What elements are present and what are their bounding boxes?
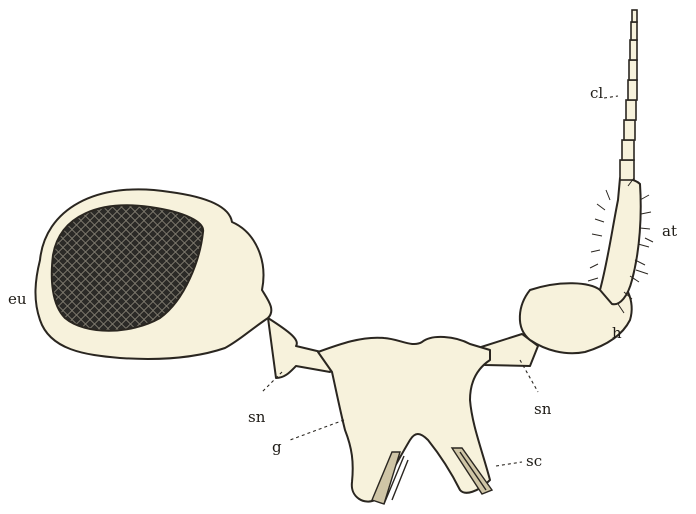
antenna-flagellum — [620, 10, 637, 180]
label-sn-left: sn — [248, 410, 265, 425]
label-sc: sc — [526, 454, 542, 469]
antenna-scape — [600, 178, 641, 304]
label-at: at — [662, 224, 677, 239]
label-cl: cl — [590, 86, 603, 101]
label-g: g — [272, 440, 282, 455]
label-h: h — [612, 326, 622, 341]
central-ganglion — [318, 337, 490, 502]
label-eu: eu — [8, 292, 27, 307]
label-sn-right: sn — [534, 402, 551, 417]
